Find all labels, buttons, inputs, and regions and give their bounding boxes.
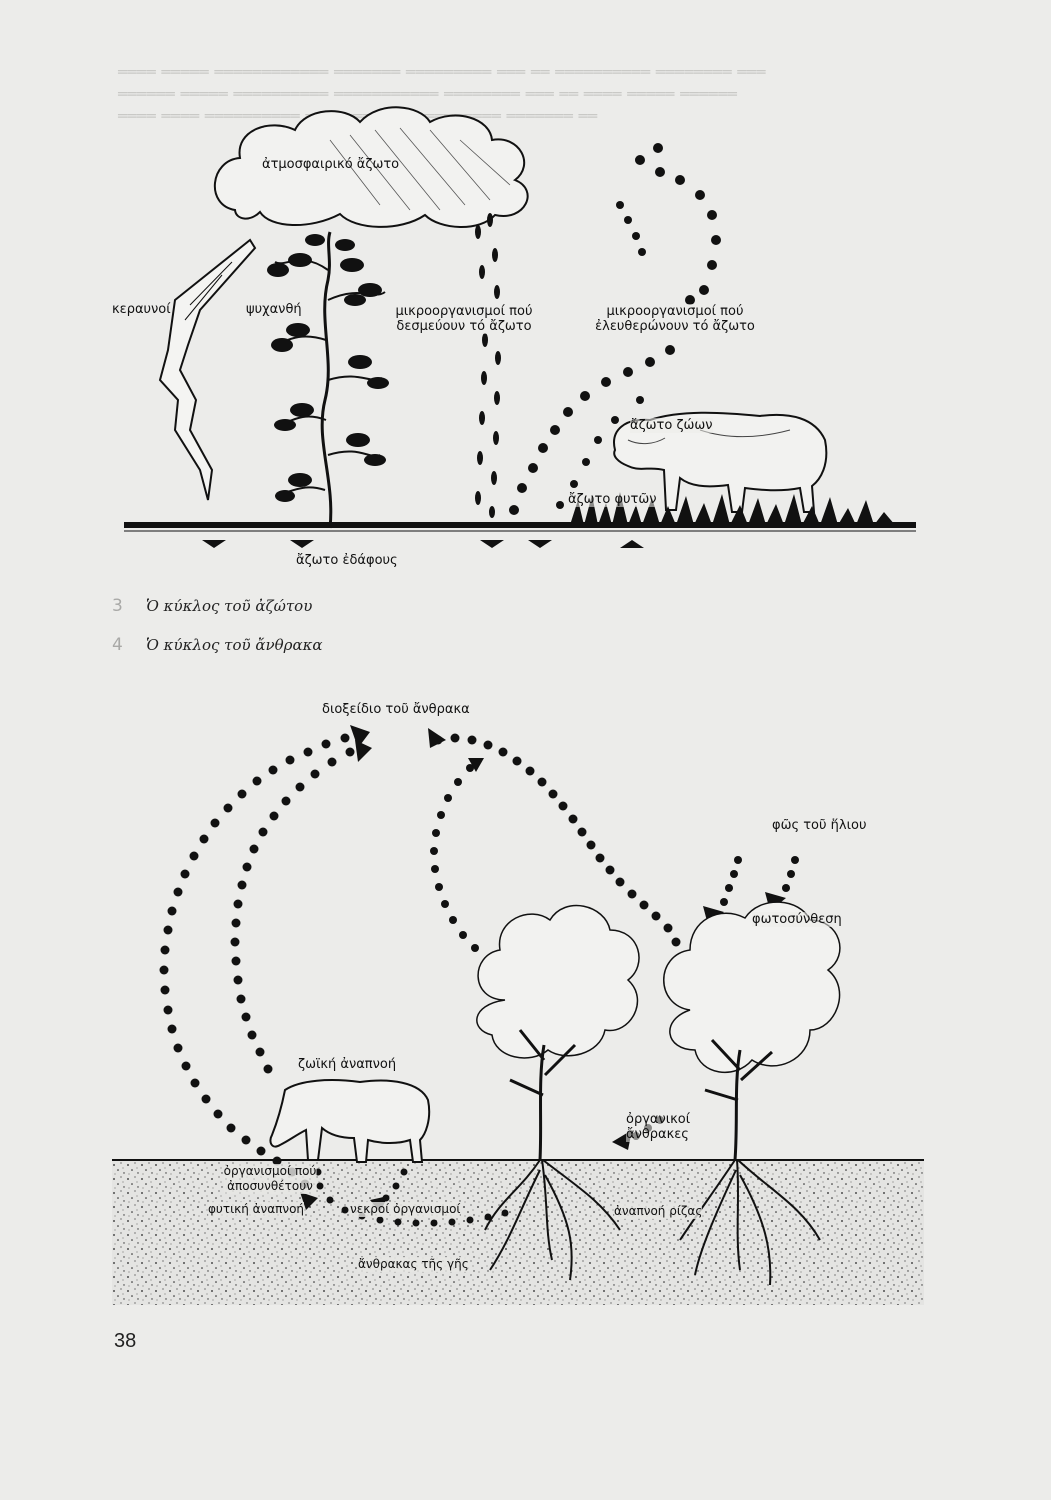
grazing-cow-icon [269,1079,431,1163]
soil-nitrogen-label: ἄζωτο ἐδάφους [296,553,398,568]
caption-text: Ὁ κύκλος τοῦ ἀζώτου [146,597,313,615]
decomposers-label: ὀργανισμοί πού ἀποσυνθέτουν [223,1164,317,1194]
caption-number: 4 [112,635,123,655]
decomposers-label-line1: ὀργανισμοί πού [223,1164,317,1178]
soil-carbon-label: ἄνθρακας τῆς γῆς [358,1257,469,1272]
decomposers-label-line2: ἀποσυνθέτουν [227,1179,313,1193]
photosynthesis-label: φωτοσύνθεση [752,912,842,927]
page-number: 38 [114,1330,137,1352]
show-through-text: ══════ ═════ ══════════ ═══════════ ════… [118,85,738,103]
tree-left-icon [476,904,640,1281]
releasing-microorganisms-label: μικροοργανισμοί πού ἐλευθερώνουν τό ἄζωτ… [595,304,755,334]
soil-arrows [202,540,644,548]
atmospheric-nitrogen-label: ἀτμοσφαιρικό ἄζωτο [262,157,400,172]
plant-nitrogen-label: ἄζωτο φυτῶν [568,492,657,507]
releasing-microorganisms-label-line1: μικροοργανισμοί πού [606,304,744,319]
organic-carbon-label-line2: ἄνθρακες [626,1127,689,1142]
respiration-arc-inner [230,747,355,1074]
releasing-microorganisms-label-line2: ἐλευθερώνουν τό ἄζωτο [595,319,755,334]
cow-icon [613,411,828,513]
co2-arrowheads [350,725,484,772]
respiration-arc-outer [159,733,350,1189]
releasing-microorganisms-arc [509,143,721,515]
animal-respiration-label: ζωϊκή ἀναπνοή [298,1057,397,1072]
fixing-microorganisms-stream [475,213,501,518]
nitrogen-ground-line [124,522,916,528]
cloud-icon [213,106,529,228]
root-respiration-label: ἀναπνοή ρίζας [614,1204,703,1219]
nitrogen-cycle-figure [124,106,916,548]
carbon-cycle-figure [112,725,924,1305]
lightning-label: κεραυνοί [112,302,171,317]
small-left-tree-arc [430,764,479,952]
fixing-microorganisms-label-line2: δεσμεύουν τό ἄζωτο [396,319,532,334]
caption-number: 3 [112,596,123,616]
lightning-icon [158,238,257,501]
tree-right-icon [663,901,841,1286]
plant-respiration-label: φυτική ἀναπνοή [208,1202,305,1217]
caption-text: Ὁ κύκλος τοῦ ἄνθρακα [146,636,323,654]
dead-organisms-label: νεκροί ὀργανισμοί [350,1202,461,1217]
fixing-microorganisms-label: μικροοργανισμοί πού δεσμεύουν τό ἄζωτο [395,304,533,334]
organic-carbon-label-line1: ὀργανικοί [626,1112,691,1127]
legume-plant-icon [267,231,389,529]
carbon-dioxide-label: διοξείδιο τοῦ ἄνθρακα [322,702,470,717]
fixing-microorganisms-label-line1: μικροοργανισμοί πού [395,304,533,319]
legume-plant-label: ψυχανθή [246,302,302,317]
sunlight-label: φῶς τοῦ ἥλιου [772,818,867,833]
organic-carbon-label: ὀργανικοί ἄνθρακες [626,1112,691,1142]
show-through-text: ════ ═════ ════════════ ═══════ ════════… [118,63,766,81]
nitrogen-cycle-caption: 3 Ὁ κύκλος τοῦ ἀζώτου [112,596,312,616]
animal-nitrogen-label: ἄζωτο ζώων [630,418,713,433]
carbon-cycle-caption: 4 Ὁ κύκλος τοῦ ἄνθρακα [112,635,323,655]
